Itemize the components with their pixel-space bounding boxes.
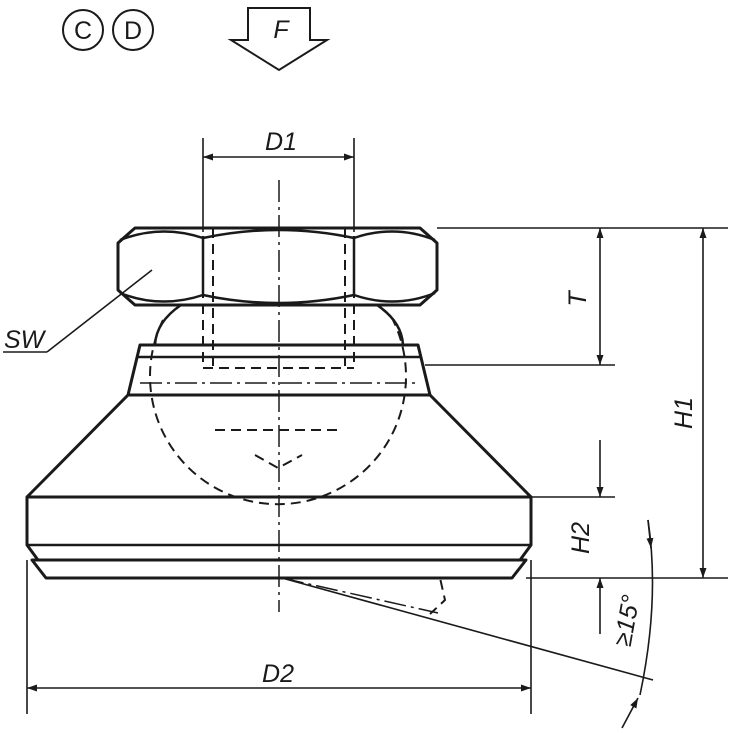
symbol-circle-c: C	[62, 9, 104, 51]
base-pad	[30, 558, 528, 580]
center-lines	[140, 180, 439, 614]
symbol-c-text: C	[74, 17, 92, 45]
hex-nut	[116, 226, 439, 307]
symbol-circle-d: D	[112, 9, 154, 51]
dim-label-sw: SW	[4, 326, 47, 354]
dim-label-d1: D1	[265, 128, 297, 156]
symbol-d-text: D	[124, 17, 142, 45]
dim-label-t: T	[564, 290, 592, 307]
hex-nut-arcs	[119, 228, 436, 305]
dim-label-angle: ≥15°	[609, 593, 646, 649]
dim-label-d2: D2	[262, 660, 294, 688]
force-label: F	[273, 16, 290, 44]
cone-body	[25, 393, 533, 499]
force-arrow-icon: F	[227, 7, 331, 72]
dim-label-h2: H2	[567, 522, 595, 554]
dimension-lines	[3, 138, 728, 729]
hidden-lines	[149, 228, 447, 615]
dim-label-h1: H1	[670, 397, 698, 429]
